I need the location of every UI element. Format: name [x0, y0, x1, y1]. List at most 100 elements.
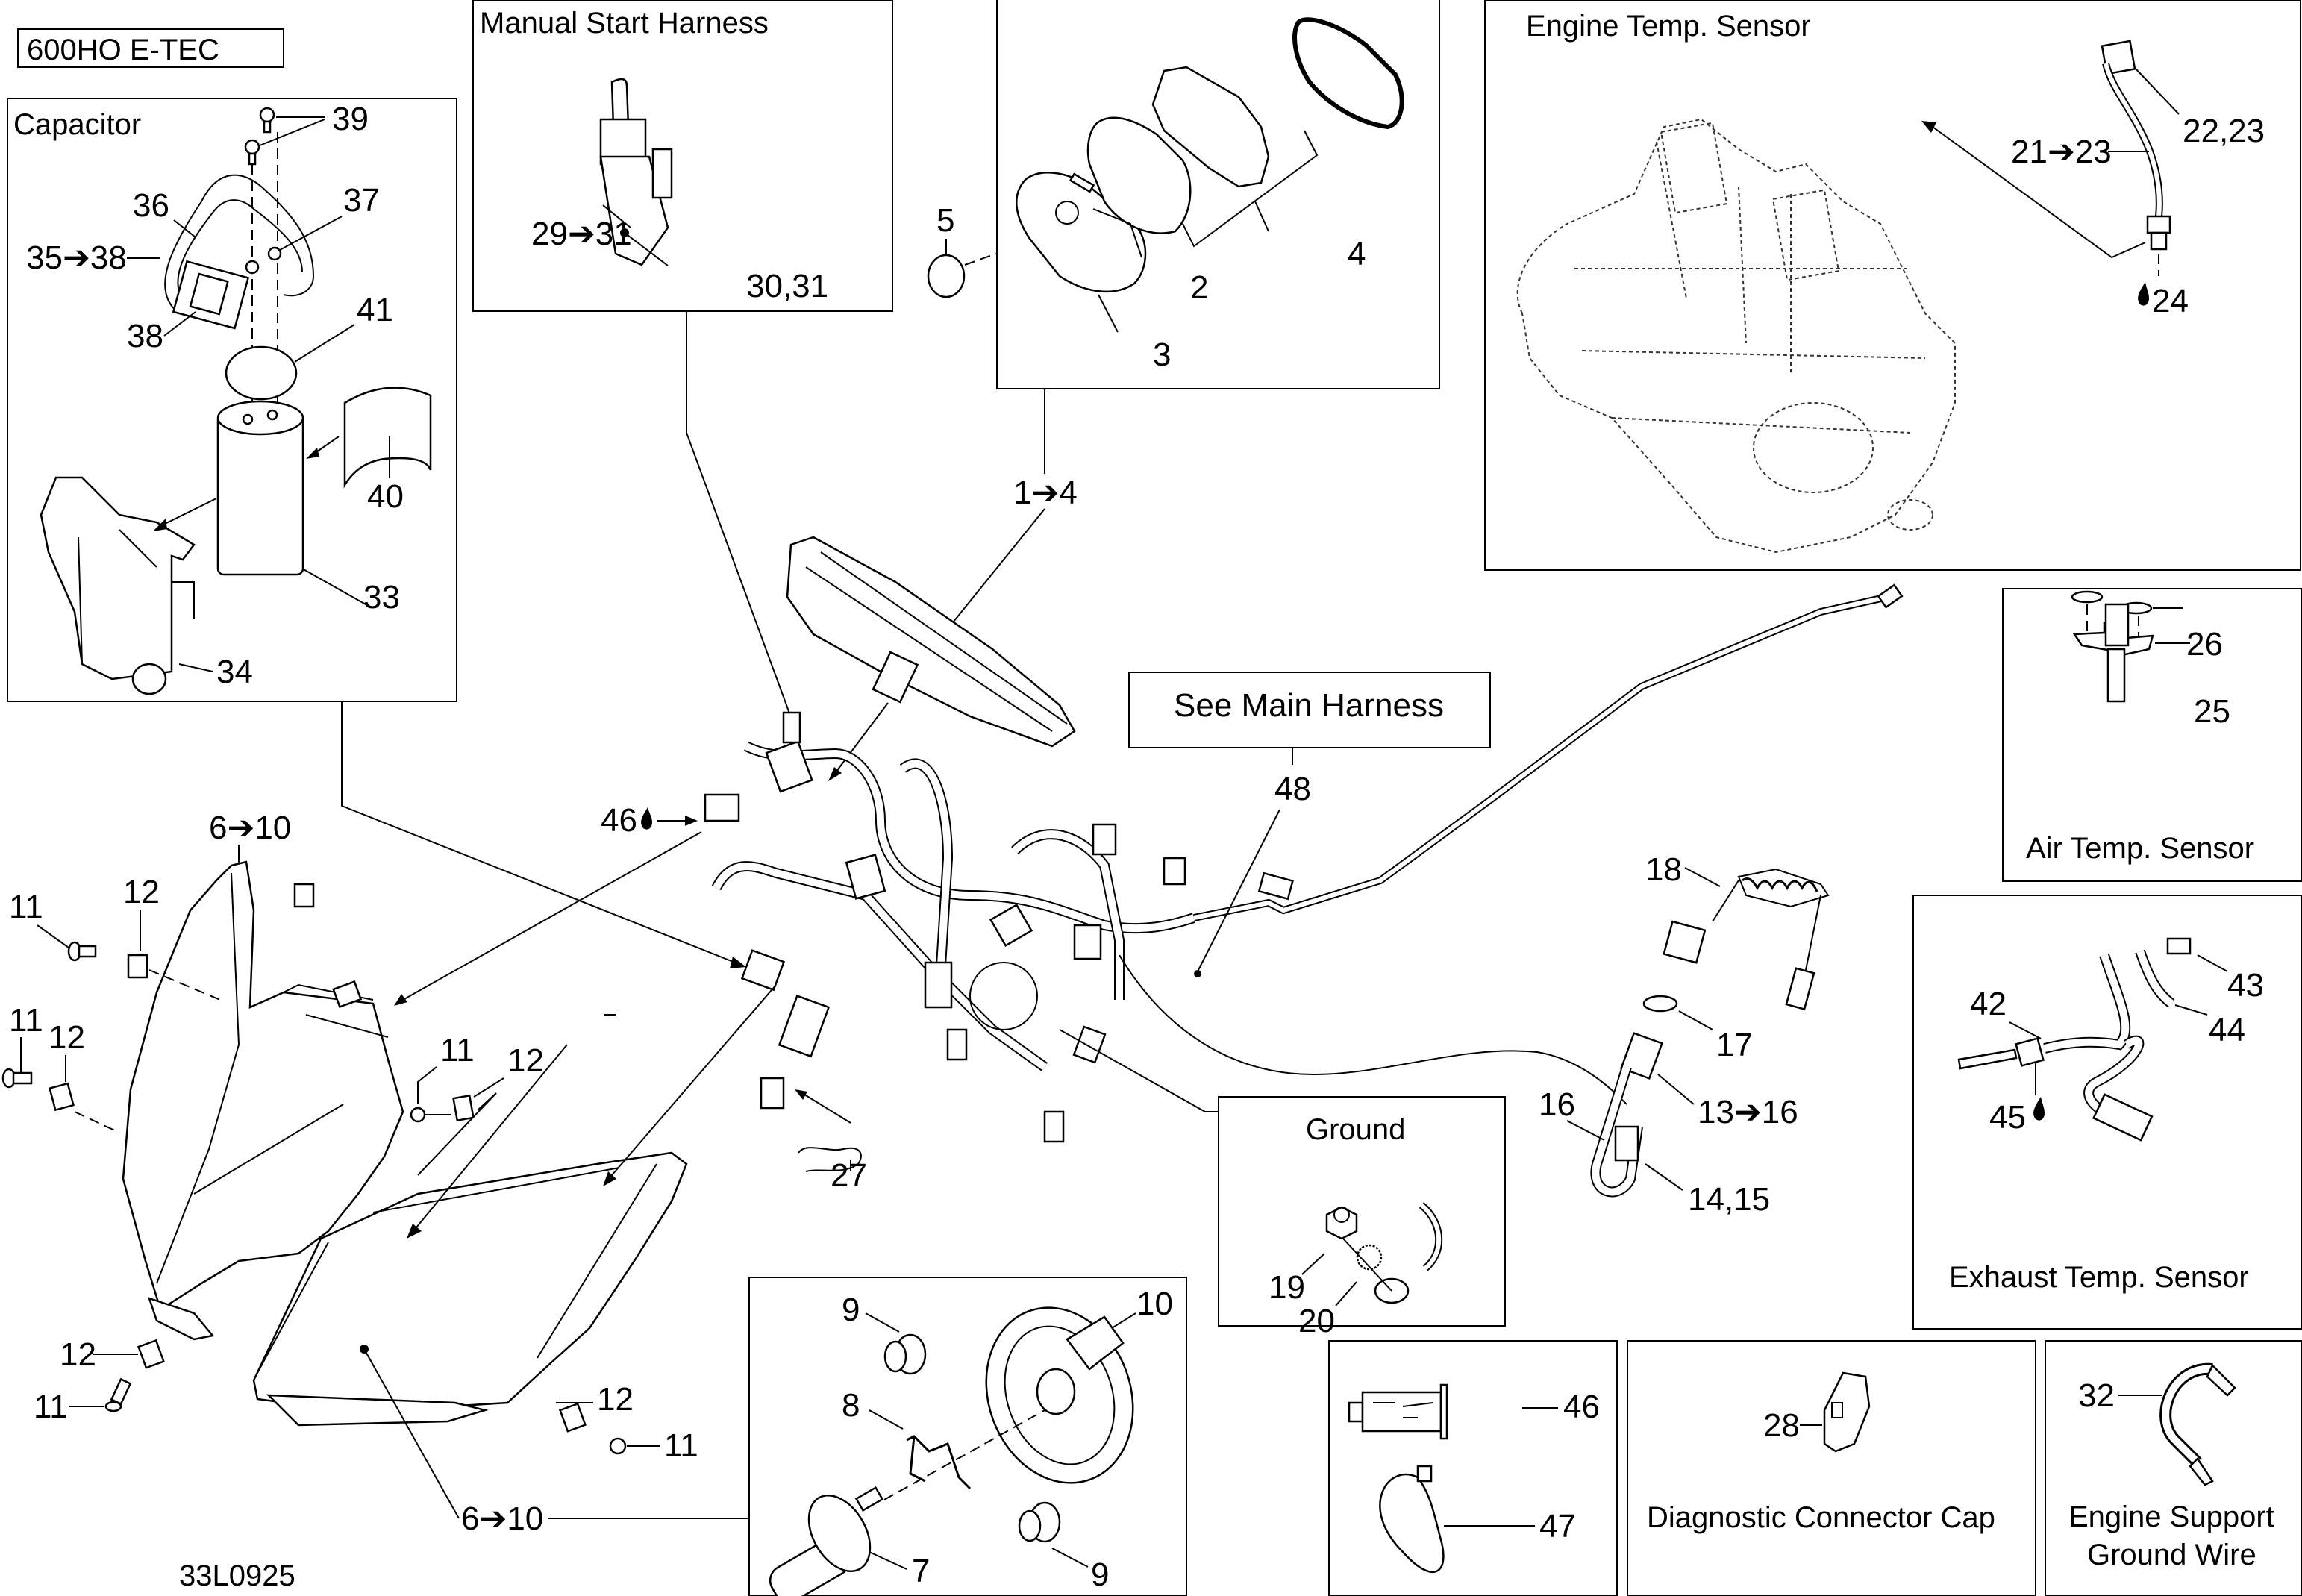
ground-box-frame [1218, 1096, 1506, 1327]
callout-16: 16 [1539, 1086, 1575, 1123]
clip-nut-icon [137, 1339, 165, 1369]
callout-32: 32 [2078, 1377, 2115, 1414]
callout-14-15: 14,15 [1688, 1181, 1770, 1218]
callout-37: 37 [343, 182, 380, 219]
engine-support-ground-wire-title-2: Ground Wire [2087, 1539, 2256, 1571]
callout-41: 41 [357, 292, 393, 328]
headlight-lens-icon [252, 1151, 688, 1427]
gauge-lens [1086, 116, 1192, 234]
callout-21-23: 21➔23 [2011, 134, 2112, 170]
exhaust-temp-sensor-title: Exhaust Temp. Sensor [1949, 1261, 2249, 1294]
clip-nut-icon [48, 1082, 75, 1112]
callout-43: 43 [2227, 967, 2264, 1004]
air-temp-sensor-icon [2071, 590, 2154, 703]
capacitor-holder [40, 476, 196, 695]
droplet-icon [2138, 282, 2149, 306]
connector-icon [172, 260, 250, 330]
callout-35-38: 35➔38 [26, 240, 127, 276]
callout-33: 33 [363, 579, 400, 616]
star-washer-icon [1356, 1244, 1383, 1271]
callout-6-10-bottom: 6➔10 [461, 1500, 543, 1537]
callout-24: 24 [2152, 283, 2189, 319]
callout-17: 17 [1716, 1027, 1753, 1063]
callout-42: 42 [1970, 986, 2007, 1022]
main-wiring-harness [704, 583, 1904, 1143]
headlight-housing-icon [122, 860, 404, 1341]
gauge-box: 2 3 4 [996, 0, 1440, 389]
callout-9-top: 9 [842, 1292, 860, 1328]
diagnostic-connector-cap-title: Diagnostic Connector Cap [1647, 1501, 1995, 1534]
callout-48: 48 [1274, 771, 1311, 807]
callout-30-31: 30,31 [746, 268, 828, 304]
callout-47: 47 [1539, 1508, 1576, 1545]
air-temp-sensor-title: Air Temp. Sensor [2026, 832, 2254, 865]
callout-12-c: 12 [507, 1042, 544, 1079]
droplet-icon [2033, 1097, 2045, 1121]
callout-26: 26 [2186, 626, 2223, 663]
gauge-box-frame [996, 0, 1440, 389]
see-main-harness-frame [1128, 672, 1491, 748]
grommet-icon [1018, 1501, 1061, 1543]
diagnostic-connector-cap-box: 28 Diagnostic Connector Cap [1627, 1340, 2036, 1596]
drawing-number: 33L0925 [179, 1559, 295, 1592]
tether-switch-icon [599, 78, 673, 266]
cable-tie-icon [1379, 1473, 1445, 1574]
diagnostic-connector-cap-frame [1627, 1340, 2036, 1596]
callout-46-harness: 46 [601, 802, 637, 839]
ground-box: Ground 19 20 [1218, 1096, 1506, 1339]
capacitor-box-title: Capacitor [13, 108, 141, 141]
callout-40: 40 [367, 478, 404, 515]
callout-9-bottom: 9 [1091, 1556, 1109, 1593]
ground-strap-icon [2159, 1362, 2236, 1486]
see-main-harness-box: See Main Harness [1128, 672, 1491, 748]
droplet-icon [641, 807, 652, 830]
tether-cord-icon [1590, 868, 1830, 1198]
callout-12-d: 12 [60, 1336, 96, 1373]
callout-5: 5 [936, 202, 954, 239]
ground-box-title: Ground [1306, 1113, 1405, 1146]
bulb-retainer-spring [906, 1435, 972, 1490]
exhaust-temp-sensor-box: 42 43 44 45 Exhaust Temp. Sensor [1912, 895, 2302, 1330]
clip-nut-icon [452, 1094, 475, 1122]
grease-tube-icon [1348, 1383, 1448, 1440]
engine-support-ground-wire-title-1: Engine Support [2068, 1500, 2274, 1533]
gauge-cluster [786, 536, 1076, 748]
model-label: 600HO E-TEC [17, 28, 284, 68]
callout-29-31: 29➔31 [531, 216, 632, 252]
model-label-text: 600HO E-TEC [27, 34, 219, 66]
capacitor-wire-loop [164, 174, 315, 314]
capacitor-sleeve [343, 387, 432, 489]
gauge-seal [1292, 17, 1404, 130]
grommet-icon [883, 1333, 927, 1375]
screw-icon [67, 941, 97, 962]
manual-start-harness-box: Manual Start Harness 29➔31 30,31 [472, 0, 893, 312]
engine-temp-sensor-icon [2101, 40, 2171, 251]
callout-6-10-top: 6➔10 [209, 810, 291, 846]
callout-12-e: 12 [597, 1381, 634, 1418]
callout-34: 34 [216, 654, 253, 690]
model-label-frame [17, 28, 284, 68]
callout-25: 25 [2194, 693, 2230, 730]
callout-20: 20 [1298, 1303, 1335, 1339]
callout-12-b: 12 [49, 1019, 85, 1056]
gauge-screw [1069, 172, 1095, 193]
callout-39: 39 [332, 101, 369, 137]
callout-3: 3 [1153, 337, 1171, 373]
connector-cap-icon [1823, 1371, 1871, 1453]
connector-46 [704, 793, 740, 822]
callout-8: 8 [842, 1387, 860, 1424]
engine-icon [1516, 118, 1956, 554]
clip-nut-icon [558, 1402, 587, 1433]
callout-11-b: 11 [9, 1002, 43, 1039]
engine-support-ground-wire-frame [2045, 1340, 2302, 1596]
callout-11-d: 11 [34, 1389, 68, 1425]
engine-support-ground-wire-box: 32 Engine Support Ground Wire [2045, 1340, 2302, 1596]
capacitor-leader [341, 701, 736, 963]
clip-nut-icon [127, 954, 148, 979]
screw-icon [1, 1068, 33, 1089]
consumables-box-frame [1328, 1340, 1618, 1596]
callout-1-4: 1➔4 [1013, 475, 1078, 511]
consumables-box: 46 47 [1328, 1340, 1618, 1596]
logo-badge: 5 [927, 202, 997, 298]
screw-icon [244, 107, 275, 166]
